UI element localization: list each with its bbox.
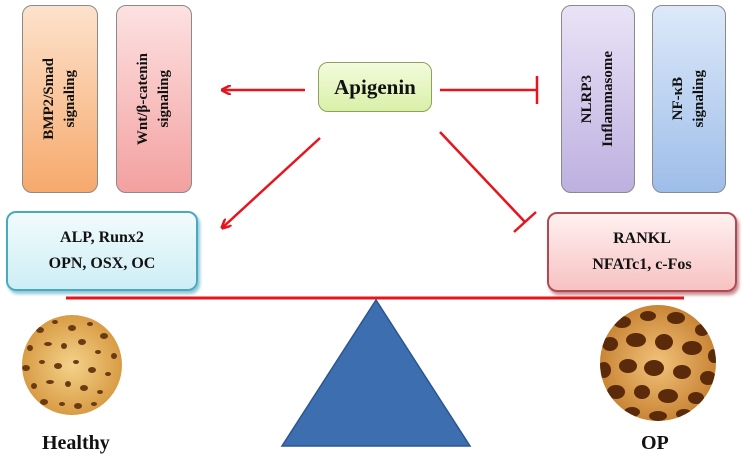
healthy-label: Healthy — [42, 432, 110, 454]
osteoblast-markers-line1: ALP, Runx2 — [60, 229, 144, 246]
fulcrum-triangle — [280, 298, 472, 447]
osteoblast-markers-line2: OPN, OSX, OC — [48, 255, 156, 272]
apigenin-label: Apigenin — [334, 74, 416, 99]
wnt-catenin-box: Wnt/β-catenin signaling — [116, 5, 192, 193]
healthy-bone-icon — [22, 315, 122, 415]
osteoclast-markers-line1: RANKL — [613, 230, 671, 247]
osteoclast-markers-line2: NFATc1, c-Fos — [592, 256, 692, 273]
osteoclast-markers-box: RANKL NFATc1, c-Fos — [547, 212, 737, 292]
activation-arrow-to-osteoblast — [222, 137, 321, 228]
osteoporotic-bone-icon — [600, 305, 716, 421]
op-label: OP — [641, 432, 669, 454]
apigenin-box: Apigenin — [318, 62, 432, 112]
nfkb-signaling-box: NF-κB signaling — [652, 5, 726, 193]
nlrp3-inflammasome-box: NLRP3 Inflammasome — [561, 5, 635, 193]
inhibition-bar-osteoclast — [513, 211, 537, 233]
inhibition-line-to-osteoclast — [439, 131, 526, 223]
osteoblast-markers-box: ALP, Runx2 OPN, OSX, OC — [6, 211, 198, 291]
bmp2-smad-box: BMP2/Smad signaling — [22, 5, 98, 193]
